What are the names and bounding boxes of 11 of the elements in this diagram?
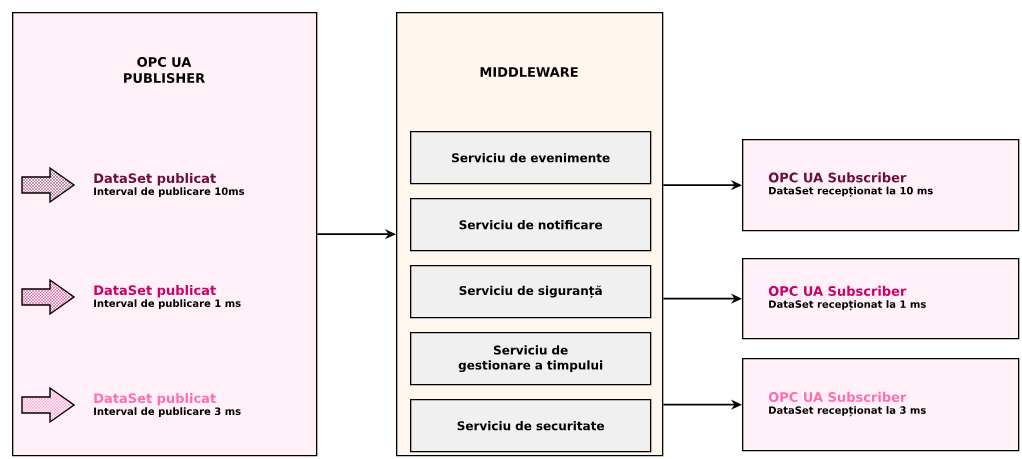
- subscriber-box: OPC UA Subscriber DataSet recepționat la 1 ms: [742, 258, 1020, 340]
- subscriber-box: OPC UA Subscriber DataSet recepționat la 10 ms: [742, 139, 1020, 232]
- dataset-item: DataSet publicat Interval de publicare 1 ms: [94, 285, 241, 309]
- service-box: Serviciu de notificare: [410, 198, 652, 252]
- service-box: Serviciu de siguranță: [410, 265, 652, 319]
- dataset-item: DataSet publicat Interval de publicare 3 ms: [94, 393, 241, 417]
- service-box: Serviciu de gestionare a timpului: [410, 332, 652, 386]
- service-box: Serviciu de securitate: [410, 399, 652, 453]
- dataset-item: DataSet publicat Interval de publicare 10ms: [94, 173, 245, 197]
- subscriber-box: OPC UA Subscriber DataSet recepționat la 3 ms: [742, 358, 1020, 452]
- service-box: Serviciu de evenimente: [410, 131, 652, 185]
